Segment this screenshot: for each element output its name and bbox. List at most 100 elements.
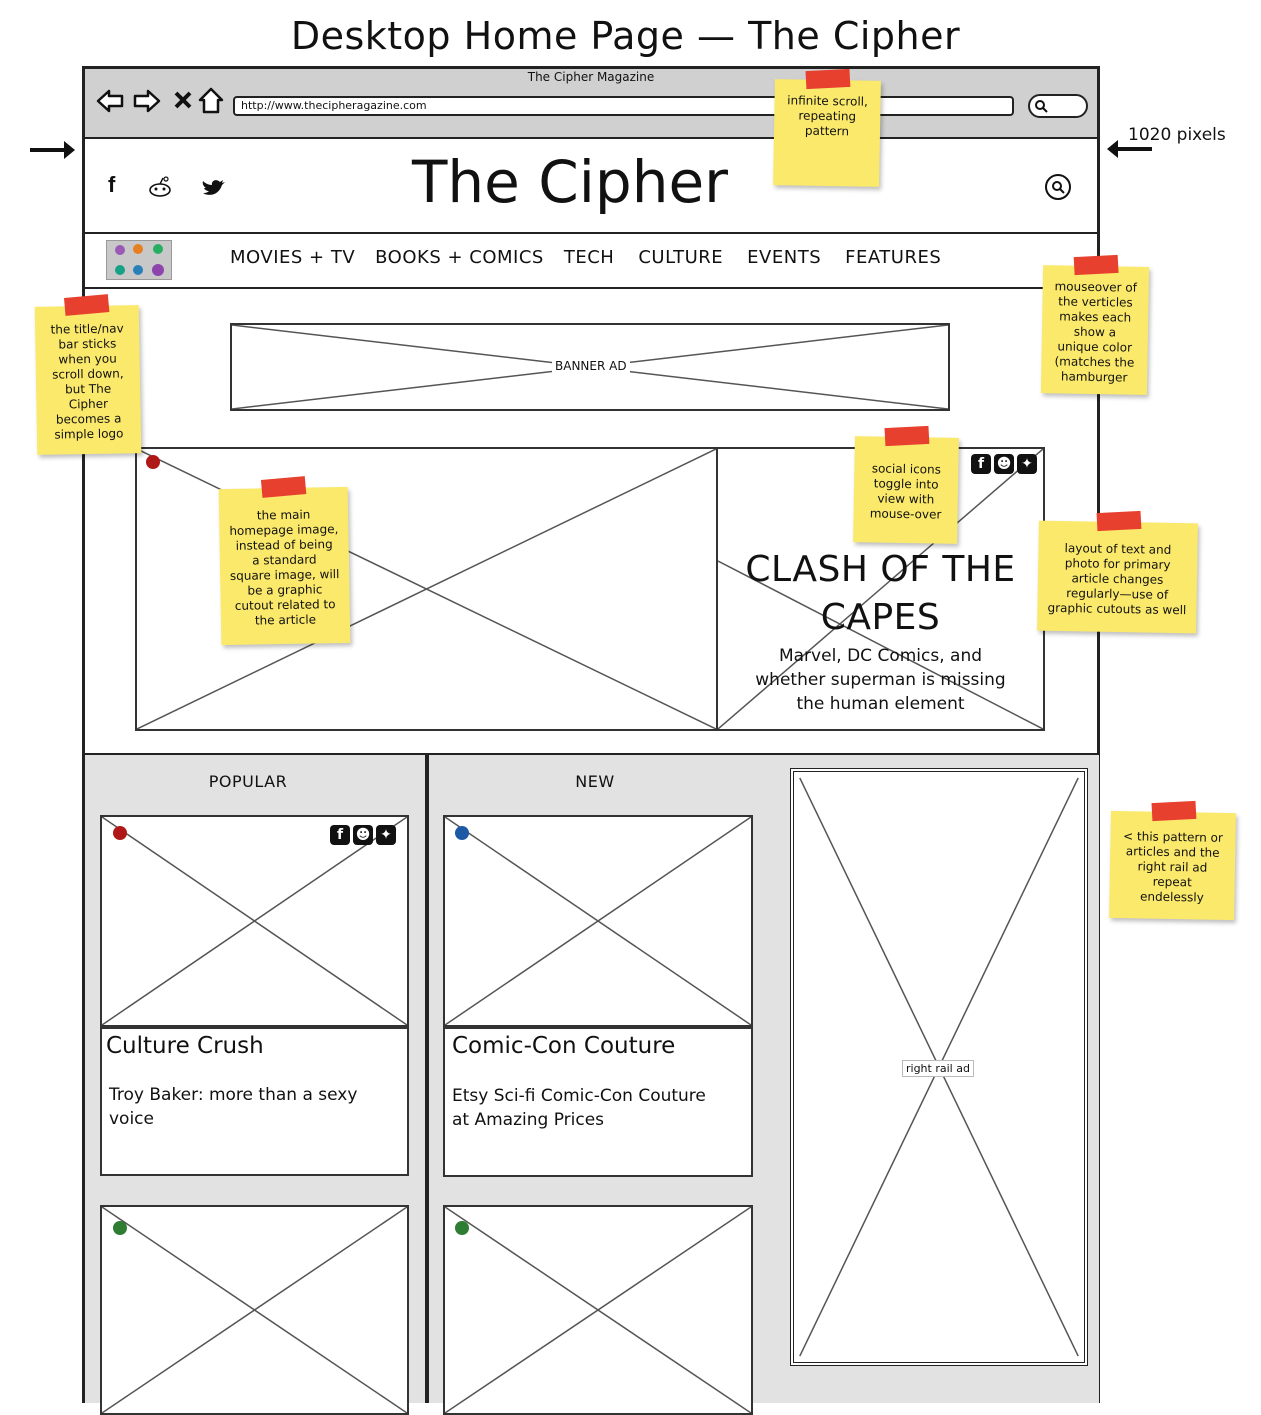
- nav-item-books-comics[interactable]: BOOKS + COMICS: [375, 247, 544, 268]
- main-nav: MOVIES + TV BOOKS + COMICS TECH CULTURE …: [230, 247, 941, 268]
- note-line: graphic cutouts as well: [1047, 600, 1187, 617]
- nav-item-movies-tv[interactable]: MOVIES + TV: [230, 247, 356, 268]
- note-line: < this pattern or: [1122, 829, 1223, 845]
- address-bar[interactable]: http://www.thecipheragazine.com: [233, 96, 1014, 116]
- note-line: show a: [1073, 324, 1117, 339]
- nav-item-culture[interactable]: CULTURE: [638, 247, 724, 268]
- article-image[interactable]: [443, 1205, 753, 1415]
- note-line: square image, will: [229, 567, 340, 583]
- note-mouseover: mouseover of the verticles makes each sh…: [1040, 254, 1150, 395]
- hero-dek-line1: Marvel, DC Comics, and: [778, 646, 983, 666]
- note-line: scroll down,: [51, 366, 124, 382]
- note-line: mouse-over: [869, 506, 942, 522]
- twitter-icon[interactable]: ✦: [376, 825, 396, 845]
- note-sticky-nav: the title/nav bar sticks when you scroll…: [34, 294, 142, 455]
- popular-heading[interactable]: POPULAR: [208, 772, 288, 791]
- facebook-icon[interactable]: f: [108, 172, 116, 197]
- note-main-image: the main homepage image, instead of bein…: [218, 476, 351, 646]
- article-social-icons[interactable]: f☻✦: [327, 824, 396, 845]
- article-status-dot: [455, 826, 469, 840]
- note-line: social icons: [871, 461, 942, 477]
- width-arrow-left: [28, 138, 76, 162]
- note-line: pattern: [804, 123, 850, 139]
- site-title[interactable]: The Cipher: [411, 148, 729, 216]
- note-line: right rail ad: [1137, 859, 1208, 875]
- close-icon[interactable]: [173, 90, 193, 110]
- note-line: mouseover of: [1054, 278, 1138, 295]
- twitter-icon[interactable]: ✦: [1017, 454, 1037, 474]
- hero-headline-line2: CAPES: [820, 597, 941, 638]
- nav-item-features[interactable]: FEATURES: [845, 247, 942, 268]
- article-teaser-line1: Troy Baker: more than a sexy: [109, 1085, 358, 1105]
- note-line: the article: [254, 612, 317, 628]
- browser-search-field[interactable]: [1028, 94, 1088, 118]
- nav-item-tech[interactable]: TECH: [563, 247, 615, 268]
- new-heading[interactable]: NEW: [575, 772, 615, 791]
- note-line: cutout related to: [234, 597, 336, 613]
- note-line: becomes a: [55, 411, 122, 427]
- note-line: infinite scroll,: [787, 93, 869, 109]
- header-divider: [85, 232, 1097, 234]
- reddit-icon[interactable]: ☻: [353, 825, 373, 845]
- article-teaser-line2: at Amazing Prices: [452, 1110, 605, 1130]
- tape-decoration: [1096, 510, 1141, 532]
- article-title[interactable]: Culture Crush: [106, 1033, 264, 1059]
- note-line: the title/nav: [50, 321, 124, 337]
- reddit-icon[interactable]: [147, 176, 173, 198]
- forward-icon[interactable]: [133, 88, 161, 114]
- article-image[interactable]: [100, 1205, 409, 1415]
- hero-dek-line2: whether superman is missing: [755, 670, 1006, 690]
- facebook-icon[interactable]: f: [971, 454, 991, 474]
- site-search-icon[interactable]: [1044, 173, 1072, 201]
- search-icon: [1035, 100, 1048, 113]
- article-teaser-line1: Etsy Sci-fi Comic-Con Couture: [452, 1086, 706, 1106]
- browser-window-title: The Cipher Magazine: [527, 70, 655, 84]
- note-line: repeat: [1152, 874, 1192, 890]
- article-image[interactable]: [443, 815, 753, 1027]
- article-status-dot: [455, 1221, 469, 1235]
- note-line: the verticles: [1058, 293, 1133, 310]
- banner-ad[interactable]: BANNER AD: [230, 323, 950, 411]
- article-teaser-line2: voice: [109, 1109, 154, 1129]
- reddit-icon[interactable]: ☻: [994, 454, 1014, 474]
- note-layout-changes: layout of text and photo for primary art…: [1037, 510, 1198, 634]
- nav-logo[interactable]: [106, 240, 172, 280]
- note-line: endelessly: [1139, 889, 1204, 905]
- article-image[interactable]: [100, 815, 409, 1027]
- section-divider: [85, 753, 1097, 755]
- note-line: photo for primary: [1064, 555, 1171, 572]
- note-line: simple logo: [54, 426, 124, 442]
- nav-divider: [85, 287, 1097, 289]
- note-line: Cipher: [68, 396, 109, 412]
- note-line: instead of being: [235, 537, 333, 553]
- article-text-card[interactable]: Comic-Con Couture Etsy Sci-fi Comic-Con …: [443, 1027, 753, 1177]
- note-line: hamburger: [1060, 368, 1128, 385]
- twitter-icon[interactable]: [201, 178, 227, 198]
- tape-decoration: [63, 294, 110, 316]
- tape-decoration: [805, 68, 851, 90]
- article-text-card[interactable]: Culture Crush Troy Baker: more than a se…: [100, 1027, 409, 1176]
- article-title[interactable]: Comic-Con Couture: [452, 1033, 676, 1059]
- note-line: when you: [58, 351, 117, 367]
- home-icon[interactable]: [198, 87, 224, 115]
- hero-social-icons[interactable]: f☻✦: [968, 453, 1037, 474]
- note-pattern-repeat: < this pattern or articles and the right…: [1109, 800, 1236, 921]
- hero-dek-line3: the human element: [796, 694, 965, 714]
- right-rail-ad[interactable]: right rail ad: [790, 768, 1088, 1366]
- hero-headline-line1: CLASH OF THE: [745, 549, 1016, 590]
- right-rail-ad-label: right rail ad: [902, 1060, 974, 1077]
- facebook-icon[interactable]: f: [330, 825, 350, 845]
- nav-item-events[interactable]: EVENTS: [747, 247, 822, 268]
- article-status-dot: [113, 826, 127, 840]
- note-line: (matches the: [1054, 353, 1135, 370]
- hero-headline[interactable]: CLASH OF THE CAPES: [716, 546, 1045, 642]
- article-teaser: Etsy Sci-fi Comic-Con Couture at Amazing…: [452, 1084, 706, 1132]
- note-social-toggle: social icons toggle into view with mouse…: [853, 425, 959, 544]
- note-line: bar sticks: [58, 336, 117, 352]
- back-icon[interactable]: [96, 88, 124, 114]
- note-line: makes each: [1059, 308, 1132, 325]
- article-teaser: Troy Baker: more than a sexy voice: [109, 1083, 357, 1131]
- note-line: unique color: [1057, 338, 1133, 355]
- hero-dek: Marvel, DC Comics, and whether superman …: [716, 644, 1045, 716]
- banner-ad-label: BANNER AD: [552, 358, 630, 374]
